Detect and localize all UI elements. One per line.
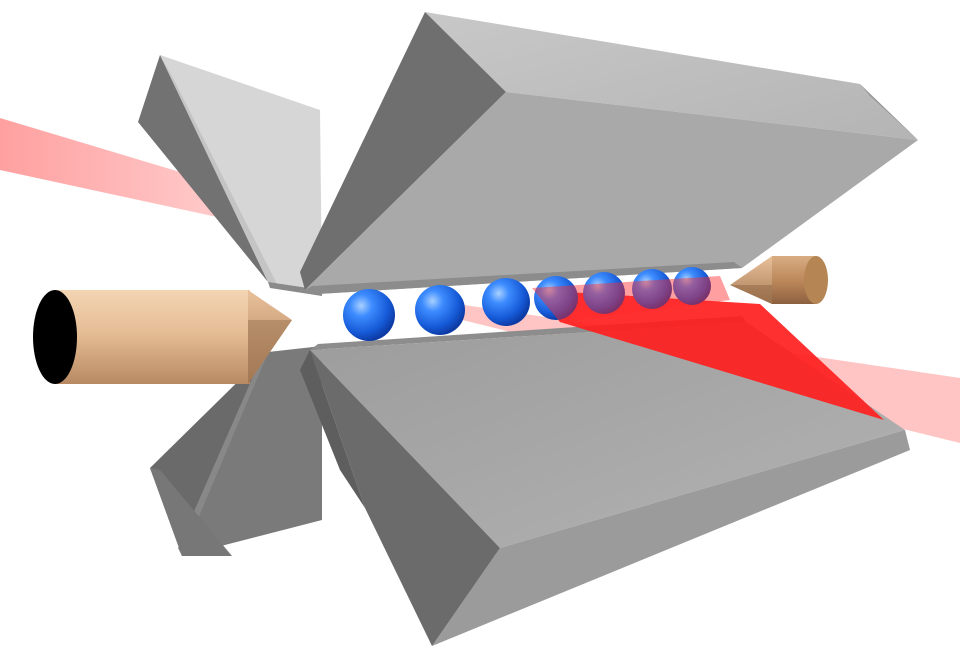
ion-2 <box>415 285 465 335</box>
ion-1 <box>343 289 395 341</box>
electrode-bottom-left <box>150 346 322 556</box>
endcap-right <box>730 256 828 304</box>
laser-beam-strong <box>535 290 884 420</box>
ion-7 <box>673 267 711 305</box>
ion-chain <box>343 267 730 341</box>
laser-beam-left <box>0 118 240 222</box>
laser-ion-overlap <box>532 276 730 322</box>
ion-5 <box>583 272 625 314</box>
endcap-left <box>33 290 292 384</box>
electrode-top-left <box>138 55 322 296</box>
ion-3 <box>482 278 530 326</box>
ion-4 <box>534 276 578 320</box>
ion-6 <box>632 269 672 309</box>
electrode-top-right <box>300 12 918 294</box>
